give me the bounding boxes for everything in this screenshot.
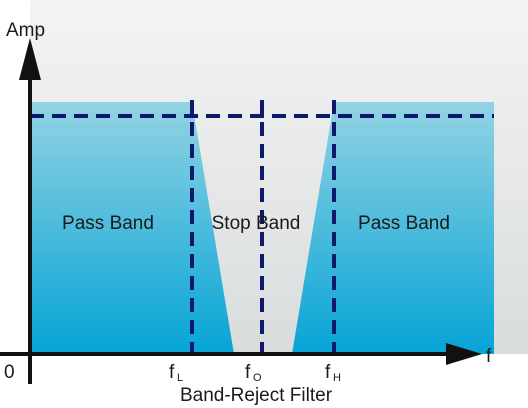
fh-marker-label: f H [325, 362, 341, 384]
fo-marker-label: f O [245, 362, 262, 384]
svg-text:L: L [177, 372, 183, 384]
origin-label: 0 [4, 362, 15, 383]
fl-marker-label: f L [169, 362, 183, 384]
y-axis-arrow-icon [19, 38, 41, 80]
pass-band-right-label: Pass Band [358, 213, 450, 234]
y-axis-label: Amp [6, 20, 45, 41]
filter-response-area [30, 102, 234, 354]
svg-text:H: H [333, 372, 341, 384]
x-axis-arrow-icon [446, 343, 482, 365]
stop-band-label: Stop Band [212, 213, 301, 234]
x-axis-label: f [486, 346, 492, 367]
svg-text:f: f [169, 362, 175, 383]
diagram-caption: Band-Reject Filter [180, 385, 333, 406]
svg-text:f: f [325, 362, 331, 383]
svg-text:f: f [245, 362, 251, 383]
filter-response-area-right [292, 102, 494, 354]
svg-text:O: O [253, 372, 262, 384]
pass-band-left-label: Pass Band [62, 213, 154, 234]
